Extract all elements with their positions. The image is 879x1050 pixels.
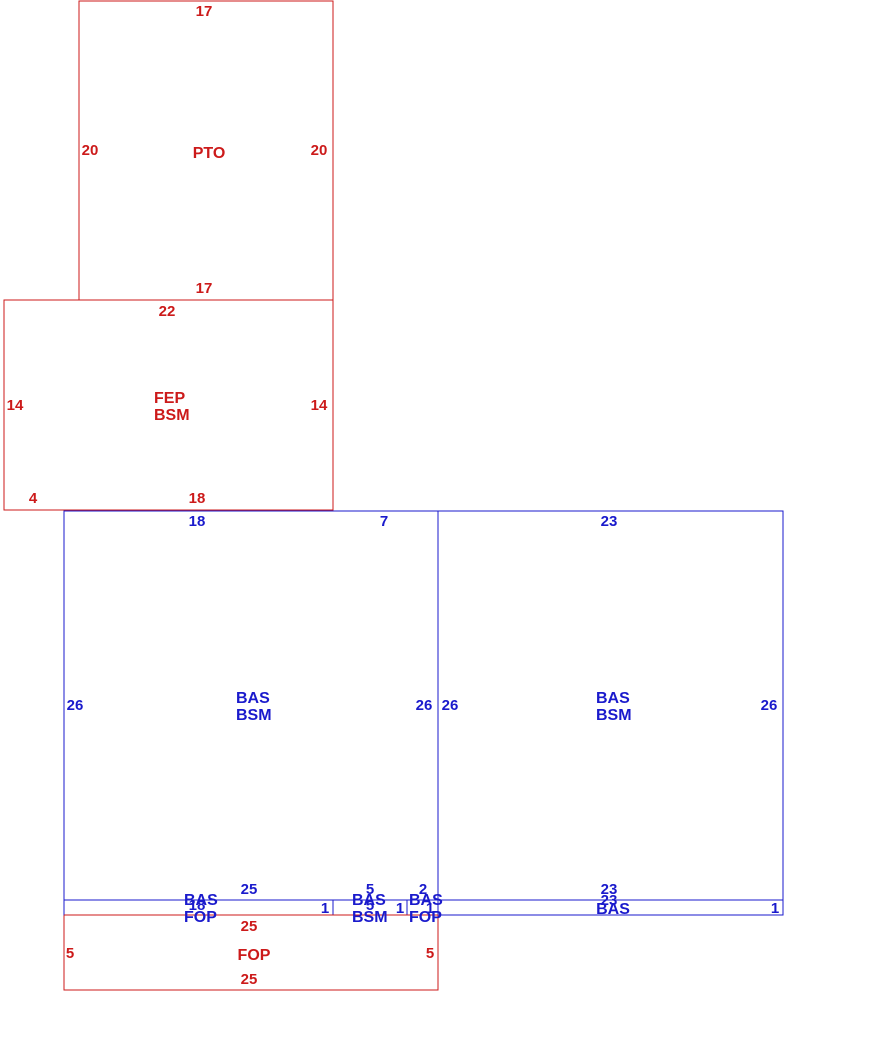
fop-area-label: FOP [238, 947, 271, 964]
strip-small-right-dimension: 1 [426, 900, 434, 917]
pto-right-dimension: 20 [311, 142, 328, 159]
bas-left-area-label-line2: BSM [236, 707, 272, 724]
strip-mid-top-dimension: 5 [366, 881, 374, 898]
pto-bottom-dimension: 17 [196, 280, 213, 297]
strip-small-label-line1: BAS [409, 892, 443, 909]
strip-right-label: BAS [596, 901, 630, 918]
fep-area-label-line1: FEP [154, 390, 185, 407]
bas-left-bottom-dimension: 25 [241, 881, 258, 898]
fop-bottom-dimension: 25 [241, 971, 258, 988]
fop-top-dimension: 25 [241, 918, 258, 935]
bas-left-left-dimension: 26 [67, 697, 84, 714]
fop-left-dimension: 5 [66, 945, 74, 962]
strip-left-label-line2: FOP [184, 909, 217, 926]
strip-left-right-dimension: 1 [321, 900, 329, 917]
bas-right-bottom-dimension: 23 [601, 881, 618, 898]
bas-right-area-label-line1: BAS [596, 690, 630, 707]
strip-mid-overlap-dimension: 5 [366, 897, 374, 914]
bas-left-top-dimension-b: 7 [380, 513, 388, 530]
fep-area-outline [3, 299, 334, 511]
bas-right-right-dimension: 26 [761, 697, 778, 714]
strip-small-top-dimension: 2 [419, 881, 427, 898]
bas-right-left-dimension: 26 [442, 697, 459, 714]
bas-right-top-dimension: 23 [601, 513, 618, 530]
fop-right-dimension: 5 [426, 945, 434, 962]
strip-small-label-line2: FOP [409, 909, 442, 926]
pto-area-label: PTO [193, 145, 226, 162]
bas-left-area-label-line1: BAS [236, 690, 270, 707]
fep-area-label-line2: BSM [154, 407, 190, 424]
bas-left-right-dimension: 26 [416, 697, 433, 714]
fep-left-dimension: 14 [7, 397, 24, 414]
fep-right-dimension: 14 [311, 397, 328, 414]
strip-mid-label-line2: BSM [352, 909, 388, 926]
bas-right-area-label-line2: BSM [596, 707, 632, 724]
strip-right-top-dimension: 23 [601, 892, 618, 909]
strip-mid-right-dimension: 1 [396, 900, 404, 917]
pto-top-dimension: 17 [196, 3, 213, 20]
fep-bottom-dimension: 18 [189, 490, 206, 507]
strip-left-label-line1: BAS [184, 892, 218, 909]
pto-left-dimension: 20 [82, 142, 99, 159]
strip-left-overlap-dimension: 18 [189, 897, 206, 914]
fep-bottom-left-dimension: 4 [29, 490, 38, 507]
fep-top-dimension: 22 [159, 303, 176, 320]
strip-right-right-dimension: 1 [771, 900, 779, 917]
strip-mid-label-line1: BAS [352, 892, 386, 909]
bas-left-top-dimension-a: 18 [189, 513, 206, 530]
